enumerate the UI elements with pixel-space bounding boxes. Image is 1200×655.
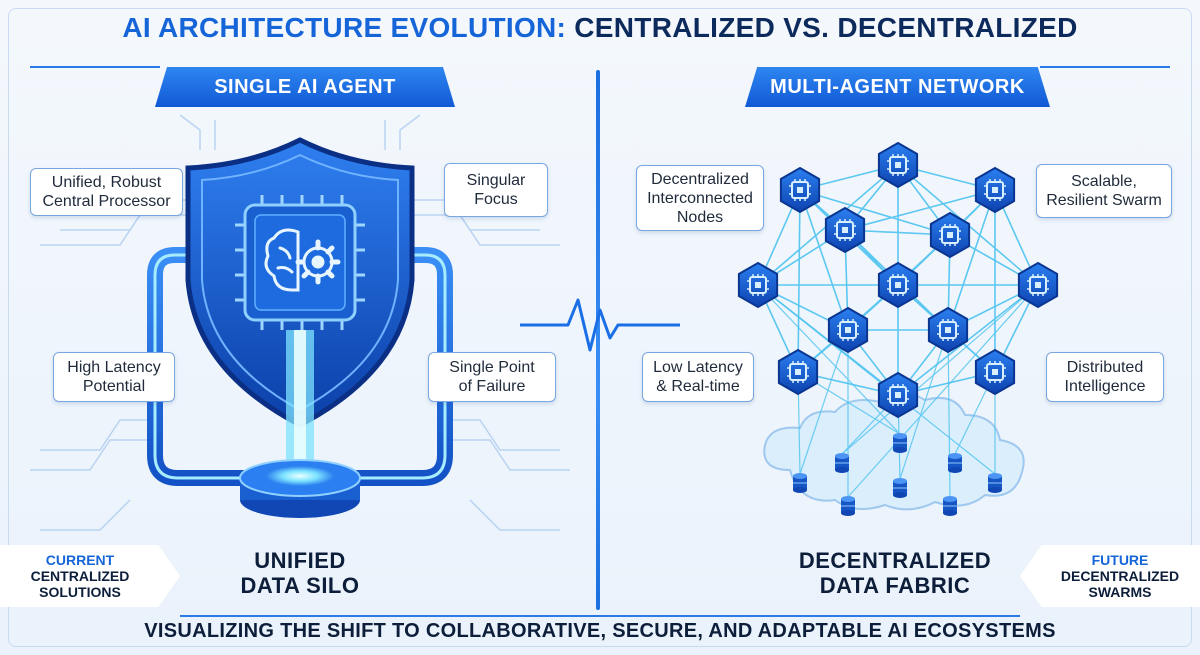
callout-scalable-swarm: Scalable, Resilient Swarm: [1036, 164, 1172, 218]
agent-node-chip-icon: [877, 261, 919, 309]
database-icon: [841, 496, 855, 516]
single-agent-banner: SINGLE AI AGENT: [155, 67, 455, 107]
multi-agent-banner: MULTI-AGENT NETWORK: [745, 67, 1050, 107]
fabric-link: [899, 329, 949, 480]
title-rule-right: [1040, 66, 1170, 68]
database-icon: [793, 473, 807, 493]
callout-single-point-failure: Single Point of Failure: [428, 352, 556, 402]
agent-node-chip-icon: [927, 306, 969, 354]
agent-node-chip-icon: [877, 141, 919, 189]
database-icon: [893, 433, 907, 453]
agent-node-chip-icon: [737, 261, 779, 309]
callout-central-processor: Unified, Robust Central Processor: [30, 168, 183, 216]
agent-node-chip-icon: [779, 166, 821, 214]
footer-rule: [180, 615, 1020, 617]
fabric-link: [841, 284, 1039, 455]
agent-node-chip-icon: [929, 211, 971, 259]
title-rule-left: [30, 66, 160, 68]
callout-singular-focus: Singular Focus: [444, 163, 548, 217]
fabric-link: [757, 284, 996, 475]
network-link: [947, 189, 996, 331]
agent-node-chip-icon: [877, 371, 919, 419]
database-icon: [988, 473, 1002, 493]
page-title: AI ARCHITECTURE EVOLUTION: CENTRALIZED V…: [0, 12, 1200, 44]
database-icon: [893, 478, 907, 498]
agent-node-chip-icon: [827, 306, 869, 354]
database-cylinders: [793, 433, 1002, 516]
decentralized-data-fabric-label: DECENTRALIZED DATA FABRIC: [798, 548, 992, 598]
agent-nodes: [737, 141, 1059, 419]
agent-node-chip-icon: [974, 348, 1016, 396]
title-part-1: AI ARCHITECTURE EVOLUTION:: [122, 12, 567, 43]
future-swarms-tag: FUTURE DECENTRALIZED SWARMS: [1020, 545, 1200, 607]
footer-caption: VISUALIZING THE SHIFT TO COLLABORATIVE, …: [144, 620, 1056, 642]
center-divider: [596, 70, 600, 610]
callout-low-latency: Low Latency & Real-time: [642, 352, 754, 402]
fabric-link: [799, 329, 849, 475]
agent-node-chip-icon: [777, 348, 819, 396]
agent-node-chip-icon: [1017, 261, 1059, 309]
network-link: [844, 189, 996, 231]
callout-distributed-intelligence: Distributed Intelligence: [1046, 352, 1164, 402]
network-link: [799, 189, 849, 331]
multi-agent-illustration: [520, 141, 1059, 516]
network-link: [797, 189, 801, 373]
callout-decentralized-nodes: Decentralized Interconnected Nodes: [636, 165, 764, 231]
fabric-link: [847, 284, 1039, 498]
fabric-link: [757, 284, 901, 435]
agent-node-chip-icon: [824, 206, 866, 254]
database-icon: [948, 453, 962, 473]
database-icon: [835, 453, 849, 473]
database-icon: [943, 496, 957, 516]
title-part-2: CENTRALIZED VS. DECENTRALIZED: [574, 12, 1078, 43]
unified-data-silo-label: UNIFIED DATA SILO: [240, 548, 360, 598]
callout-high-latency: High Latency Potential: [53, 352, 175, 402]
brain-gear-icon: [264, 228, 341, 292]
agent-node-chip-icon: [974, 166, 1016, 214]
heartbeat-pulse-icon: [520, 298, 680, 352]
current-solutions-tag: CURRENT CENTRALIZED SOLUTIONS: [0, 545, 180, 607]
network-link: [799, 189, 951, 236]
